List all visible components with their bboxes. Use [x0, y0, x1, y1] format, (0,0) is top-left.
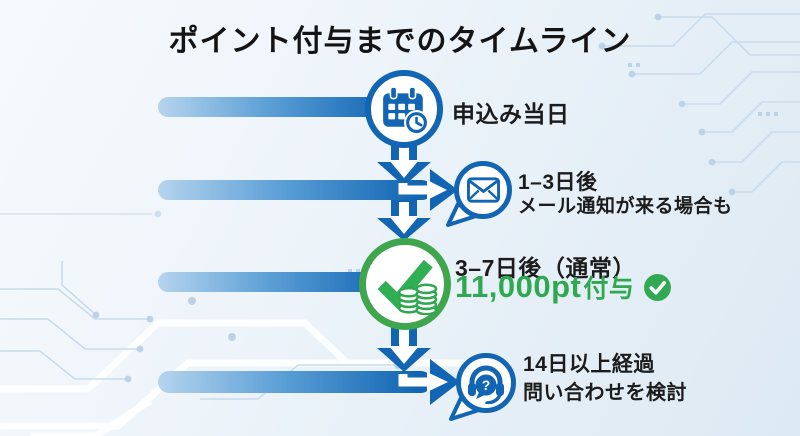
- step-points-granted-node: [359, 238, 451, 330]
- timeline-bar-1: [158, 97, 404, 117]
- down-arrow-2: [377, 200, 431, 241]
- step-inquiry-sublabel: 問い合わせを検討: [523, 382, 687, 404]
- step-inquiry-label: 14日以上経過: [523, 353, 655, 376]
- step-email-label: 1–3日後: [518, 171, 598, 194]
- step-points-granted-label: 3–7日後（通常）: [455, 255, 636, 281]
- mail-speech-bubble-icon: [466, 177, 500, 203]
- circuit-pattern-mid-left: [0, 210, 162, 218]
- circuit-pattern-top-right: [598, 13, 800, 196]
- step-inquiry-node: ?: [456, 353, 516, 413]
- branch-arrow-right-4: [398, 372, 448, 392]
- step-email-sublabel: メール通知が来る場合も: [518, 196, 733, 217]
- branch-arrow-right-2: [398, 180, 447, 200]
- page-title: ポイント付与までのタイムライン: [168, 25, 632, 58]
- points-granted-highlight: 11,000pt 付与: [455, 269, 672, 305]
- calendar-clock-icon: [383, 86, 428, 133]
- timeline-bar-2: [158, 180, 432, 200]
- check-coins-icon: [377, 259, 438, 315]
- down-arrow-3: [377, 324, 431, 372]
- timeline-bar-3: [158, 272, 406, 292]
- points-suffix: 付与: [583, 275, 635, 303]
- question-mark-glyph: ?: [482, 377, 491, 393]
- headset-question-icon: ?: [468, 365, 504, 404]
- step-application-day-node: [365, 70, 443, 148]
- check-badge-icon: [643, 273, 672, 302]
- timeline-bar-4: [158, 371, 432, 393]
- points-amount: 11,000pt: [455, 269, 582, 304]
- step-email-node: [454, 161, 512, 219]
- step-application-day-label: 申込み当日: [452, 101, 570, 127]
- circuit-pattern-bottom-left: [0, 261, 470, 436]
